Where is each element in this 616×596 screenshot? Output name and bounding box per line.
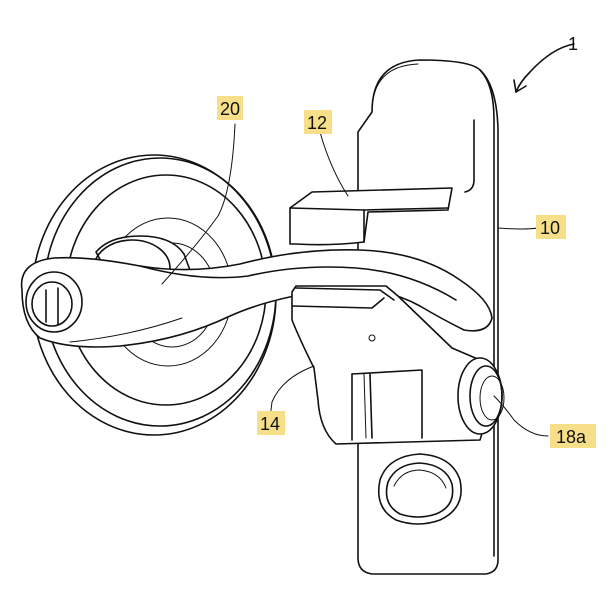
leader-lines — [161, 43, 575, 437]
ref-18a-text: 18a — [556, 427, 587, 447]
latch-body — [291, 285, 488, 445]
label-18a: 18a — [550, 424, 596, 448]
ref-10-text: 10 — [540, 218, 560, 238]
plate-hole — [377, 453, 462, 525]
release-button — [457, 357, 505, 435]
catch-tab — [289, 187, 453, 246]
ref-12-text: 12 — [307, 113, 327, 133]
mounting-plate — [357, 59, 499, 575]
label-14: 14 — [257, 411, 285, 435]
ref-1-text: 1 — [568, 34, 578, 54]
label-10: 10 — [536, 215, 566, 239]
label-12: 12 — [304, 110, 332, 134]
label-1: 1 — [568, 34, 578, 54]
lever-handle — [20, 248, 493, 348]
ref-14-text: 14 — [260, 414, 280, 434]
label-20: 20 — [217, 96, 243, 120]
ref-20-text: 20 — [220, 99, 240, 119]
